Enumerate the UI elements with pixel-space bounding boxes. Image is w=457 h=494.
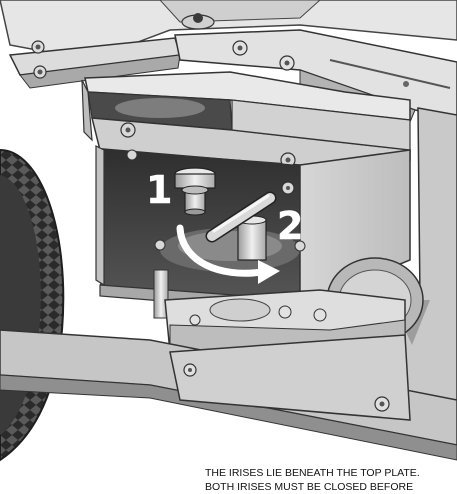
curved-arrow-icon: [176, 224, 280, 284]
upper-housing: [81, 71, 411, 168]
iris-knob-1: [174, 167, 216, 216]
caption-line-2: BOTH IRISES MUST BE CLOSED BEFORE: [205, 481, 414, 493]
callout-number-1: 1: [146, 168, 172, 212]
instruction-caption: THE IRISES LIE BENEATH THE TOP PLATE. BO…: [205, 466, 457, 494]
lower-frame: [0, 329, 457, 461]
iris-lever-2: [205, 191, 277, 261]
iris-housing: [95, 145, 411, 313]
callout-number-2: 2: [277, 204, 303, 248]
caption-line-1: THE IRISES LIE BENEATH THE TOP PLATE.: [205, 467, 420, 479]
